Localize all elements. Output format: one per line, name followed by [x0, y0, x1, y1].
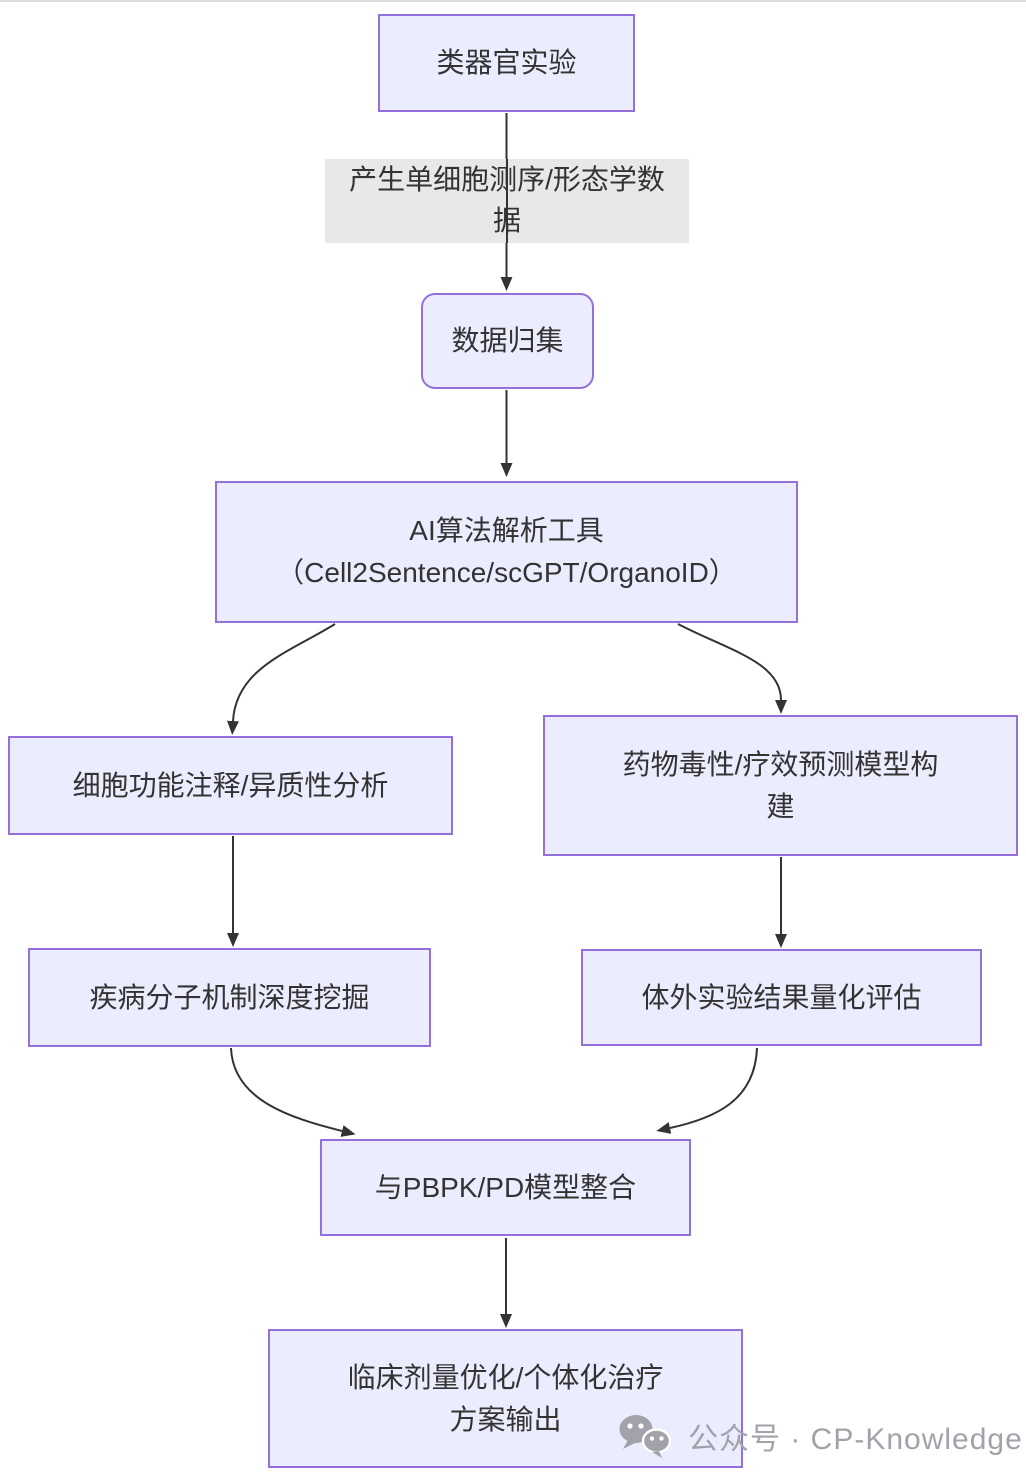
node-label: 细胞功能注释/异质性分析 [72, 769, 389, 801]
node-label: 与PBPK/PD模型整合 [374, 1171, 637, 1203]
node-organoid-experiment: 类器官实验 [378, 14, 635, 112]
top-edge-divider [0, 0, 1026, 2]
arrow-ai-to-annotation [227, 623, 336, 735]
node-label: 体外实验结果量化评估 [641, 981, 922, 1013]
node-label: 建 [766, 790, 795, 822]
node-label: 类器官实验 [436, 47, 577, 78]
arrow-mechanism-to-pbpk [230, 1047, 356, 1137]
edge-label-line: 产生单细胞测序/形态学数 [349, 164, 665, 196]
edge-label-produce-data: 产生单细胞测序/形态学数 据 [325, 159, 689, 243]
arrow-ai-to-toxicity [677, 623, 787, 714]
node-label: AI算法解析工具 [409, 515, 604, 546]
watermark: 公众号 · CP-Knowledge [618, 1414, 1023, 1458]
wechat-icon [619, 1415, 672, 1458]
node-invitro-result-quantification: 体外实验结果量化评估 [581, 949, 982, 1046]
node-label: 方案输出 [449, 1403, 562, 1435]
node-data-collection: 数据归集 [421, 293, 594, 389]
node-disease-mechanism-mining: 疾病分子机制深度挖掘 [28, 948, 431, 1047]
node-label: 临床剂量优化/个体化治疗 [347, 1361, 664, 1393]
node-cell-function-annotation: 细胞功能注释/异质性分析 [8, 736, 453, 835]
node-label: 疾病分子机制深度挖掘 [89, 981, 370, 1013]
node-pbpk-pd-integration: 与PBPK/PD模型整合 [320, 1139, 691, 1236]
edge-label-line: 据 [492, 205, 521, 236]
node-ai-analysis-tools: AI算法解析工具 （Cell2Sentence/scGPT/OrganoID） [215, 481, 798, 623]
node-label: 数据归集 [451, 325, 564, 356]
arrow-quantify-to-pbpk [656, 1047, 758, 1134]
node-drug-toxicity-prediction: 药物毒性/疗效预测模型构 建 [543, 715, 1018, 856]
node-label: 药物毒性/疗效预测模型构 [622, 748, 939, 780]
node-label: （Cell2Sentence/scGPT/OrganoID） [276, 557, 737, 588]
watermark-text: 公众号 · CP-Knowledge [688, 1423, 1023, 1456]
